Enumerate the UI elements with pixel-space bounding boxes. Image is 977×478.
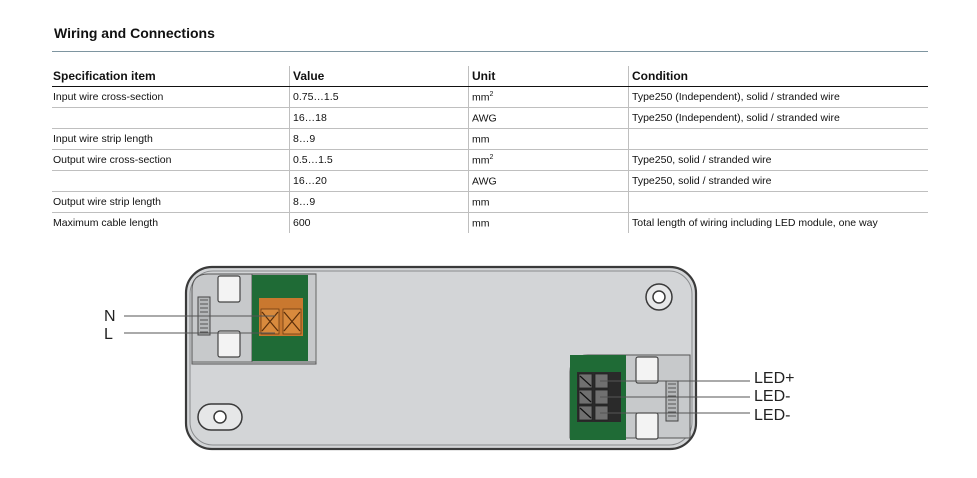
cell-value: 0.75…1.5 [289,86,469,108]
col-header-value: Value [289,66,469,87]
unit-base: AWG [472,175,497,188]
cell-condition: Type250, solid / stranded wire [628,149,928,171]
cell-value: 16…20 [289,170,469,192]
table-row: Input wire cross-section 0.75…1.5 mm2 Ty… [52,86,928,108]
wiring-diagram: N L LED+ LED- LED- [104,265,794,451]
cell-unit: mm [468,191,629,213]
table-row: Output wire strip length 8…9 mm [52,191,928,213]
output-wire-entry-ribs [668,383,676,417]
cell-value: 0.5…1.5 [289,149,469,171]
unit-base: mm [472,91,490,104]
cell-item: Output wire strip length [52,191,290,213]
output-clamp-marks [579,375,592,419]
label-led-minus-1: LED- [754,388,790,405]
cell-value: 600 [289,212,469,233]
label-l: L [104,326,113,343]
col-header-spec-item: Specification item [52,66,290,87]
input-release-slot-top [217,275,241,303]
table-row: 16…18 AWG Type250 (Independent), solid /… [52,107,928,129]
cell-value: 16…18 [289,107,469,129]
spec-table: Specification item Value Unit Condition … [52,66,928,233]
table-row: 16…20 AWG Type250, solid / stranded wire [52,170,928,192]
table-row: Maximum cable length 600 mm Total length… [52,212,928,233]
cell-condition [628,191,928,213]
cell-unit: mm2 [468,86,629,108]
input-clamp-mark-right [283,311,301,332]
cell-condition: Total length of wiring including LED mod… [628,212,928,233]
cell-unit: mm2 [468,149,629,171]
unit-base: AWG [472,112,497,125]
cell-item: Input wire strip length [52,128,290,150]
cell-unit: mm [468,212,629,233]
mounting-hole-right-inner [652,290,666,304]
title-divider [52,51,928,52]
input-clamp-mark-left [261,311,279,332]
cell-condition: Type250, solid / stranded wire [628,170,928,192]
section-title: Wiring and Connections [54,25,215,41]
cell-value: 8…9 [289,191,469,213]
cell-value: 8…9 [289,128,469,150]
table-row: Output wire cross-section 0.5…1.5 mm2 Ty… [52,149,928,171]
unit-base: mm [472,133,490,146]
cell-item: Maximum cable length [53,217,159,229]
col-header-condition: Condition [628,66,928,87]
output-release-slot-top [635,356,659,384]
cell-item [52,107,290,129]
cell-item: Output wire cross-section [52,149,290,171]
unit-sup: 2 [489,90,494,98]
col-header-unit: Unit [468,66,629,87]
output-release-slot-bottom [635,412,659,440]
unit-sup: 2 [489,153,494,161]
table-row: Input wire strip length 8…9 mm [52,128,928,150]
label-led-minus-2: LED- [754,407,790,424]
cell-condition: Type250 (Independent), solid / stranded … [628,86,928,108]
input-release-slot-bottom [217,330,241,358]
unit-base: mm [472,217,490,230]
cell-condition: Type250 (Independent), solid / stranded … [628,107,928,129]
cell-item [52,170,290,192]
cell-item: Input wire cross-section [52,86,290,108]
unit-base: mm [472,196,490,209]
label-led-plus: LED+ [754,370,794,387]
mounting-hole-left-inner [213,410,227,424]
cell-unit: AWG [468,170,629,192]
cell-unit: mm [468,128,629,150]
cell-condition [628,128,928,150]
cell-unit: AWG [468,107,629,129]
housing-inner-edge [189,270,693,446]
table-header-row: Specification item Value Unit Condition [52,66,928,87]
input-recess-edge [192,274,317,363]
output-wire-entry [665,380,679,422]
unit-base: mm [472,154,490,167]
label-n: N [104,308,116,325]
